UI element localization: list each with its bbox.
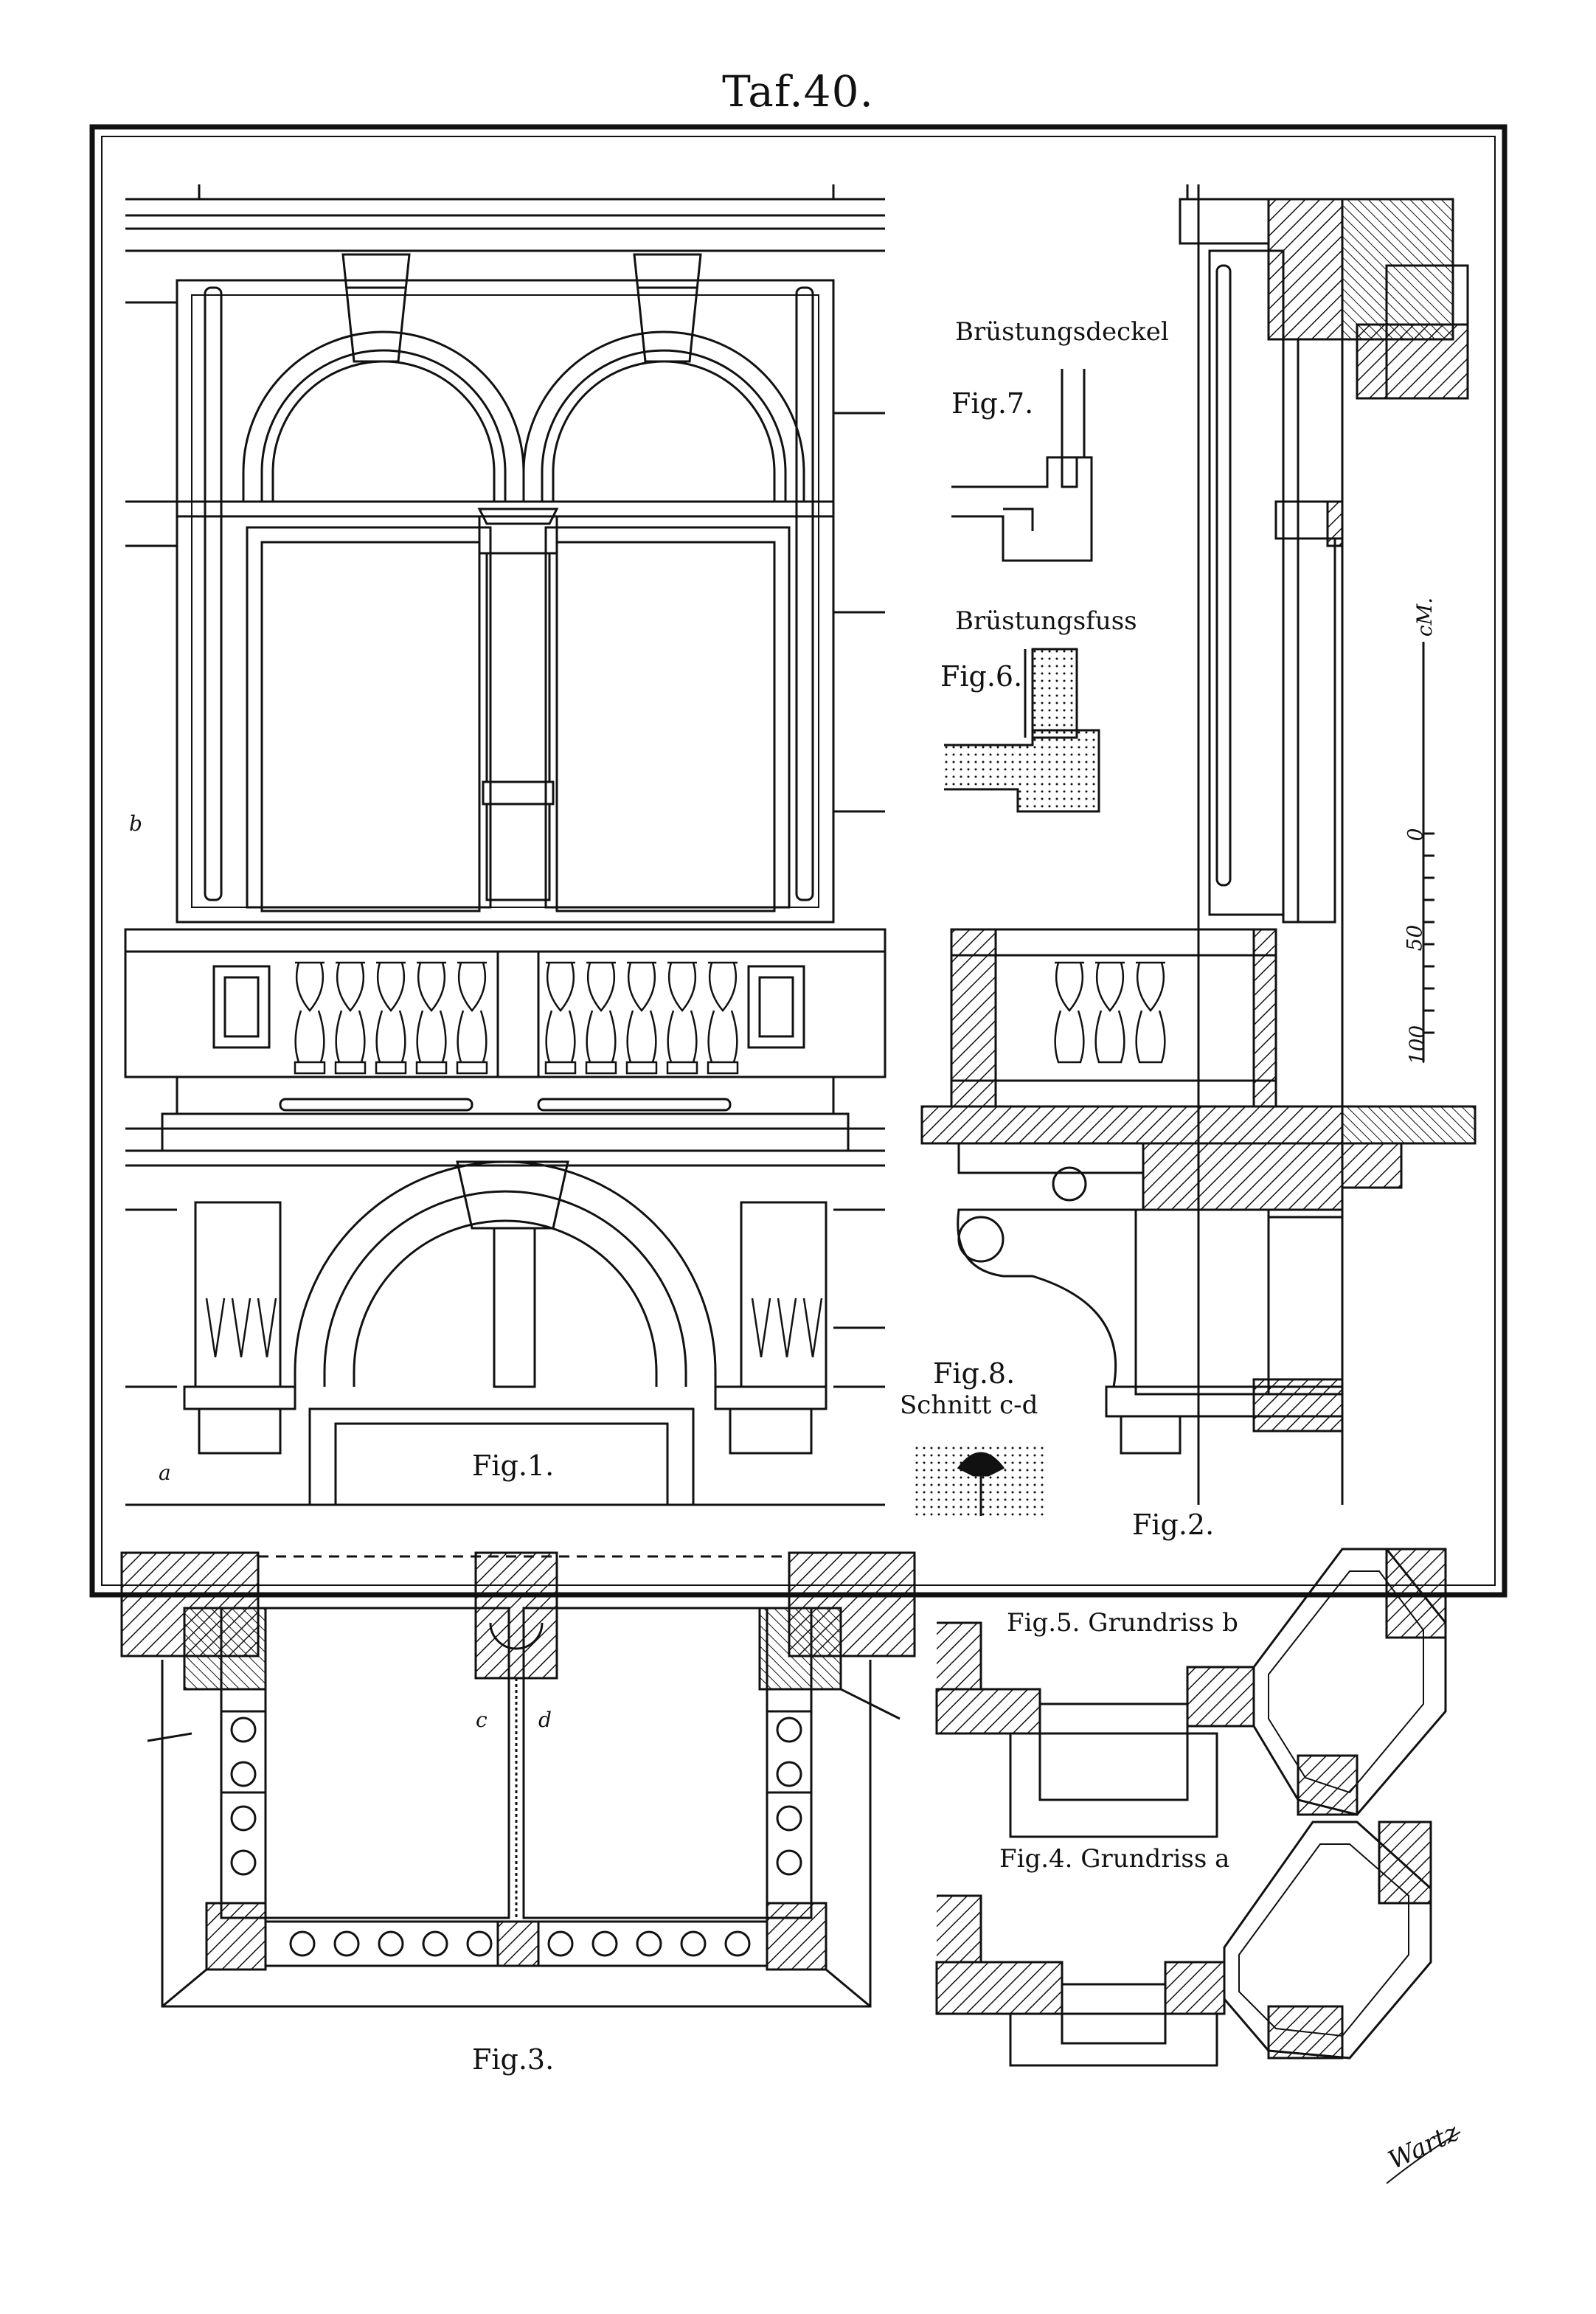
fig2-balusters: [1054, 961, 1166, 1064]
scale-tick-100: 100: [1405, 1025, 1430, 1065]
fig5-label: Fig.5. Grundriss b: [1007, 1608, 1238, 1638]
fig8-label: Fig.8.: [933, 1357, 1016, 1390]
section-mark-b: b: [129, 811, 142, 836]
signature-flourish: [1386, 2131, 1461, 2184]
fig8-sublabel: Schnitt c-d: [900, 1390, 1038, 1420]
fig2-label: Fig.2.: [1132, 1508, 1215, 1541]
fig4-label: Fig.4. Grundriss a: [999, 1844, 1230, 1874]
fig3-plan: [120, 1551, 916, 2008]
scale-tick-0: 0: [1403, 828, 1428, 842]
section-mark-a: a: [159, 1461, 171, 1485]
bruestungsdeckel-label: Brüstungsdeckel: [955, 317, 1169, 347]
fig3-label: Fig.3.: [472, 2043, 555, 2076]
fig1-elevation: [124, 184, 887, 1506]
fig6-label: Fig.6.: [940, 660, 1023, 693]
fig2-section: [920, 184, 1477, 1505]
fig4-plan: [935, 1821, 1432, 2067]
bruestungsfuss-label: Brüstungsfuss: [955, 606, 1137, 636]
section-mark-c: c: [476, 1708, 488, 1732]
fig1-label: Fig.1.: [472, 1449, 555, 1482]
fig7-label: Fig.7.: [951, 387, 1034, 420]
plate-title: Taf.40.: [722, 66, 874, 117]
fig5-plan: [935, 1548, 1447, 1838]
fig8-section: [915, 1442, 1047, 1516]
fig7-detail: [951, 369, 1093, 562]
scale-tick-50: 50: [1402, 924, 1427, 952]
scale-unit: cM.: [1412, 597, 1437, 637]
plate-frame: [89, 124, 1507, 1598]
fig1-balusters: [294, 961, 739, 1075]
section-mark-d: d: [538, 1708, 552, 1732]
fig6-detail: [944, 648, 1100, 813]
